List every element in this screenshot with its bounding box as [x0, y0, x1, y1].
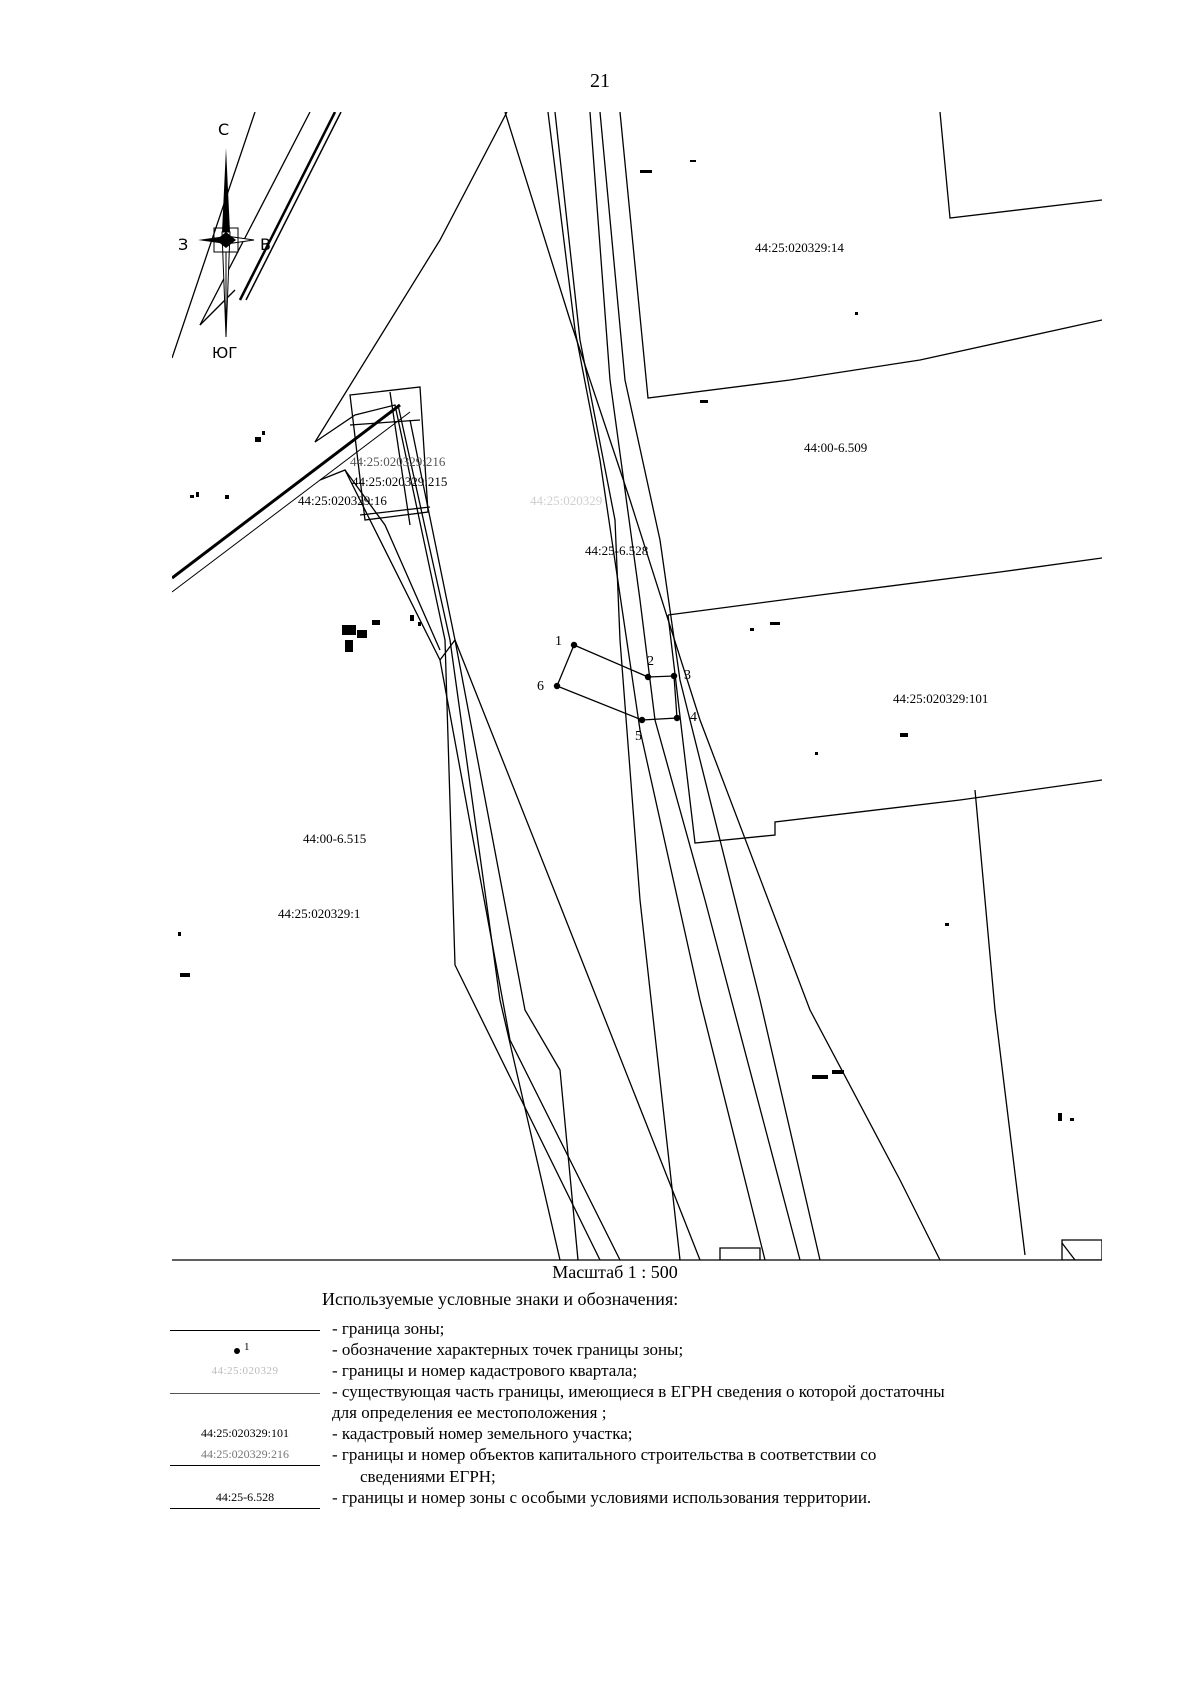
zone-boundary-528: [554, 112, 681, 1260]
label-parcel-16: 44:25:020329:16: [298, 493, 387, 508]
legend-symbol-solid-line: [170, 1318, 320, 1339]
point-label-5: 5: [635, 729, 642, 744]
legend-text: для определения ее местоположения ;: [332, 1403, 607, 1422]
legend-text: сведениями ЕГРН;: [360, 1467, 496, 1486]
label-parcel-101: 44:25:020329:101: [893, 691, 988, 706]
building-small: [719, 1247, 761, 1260]
parcel-boundary-101: [667, 614, 1102, 844]
boundary-line: [199, 289, 236, 326]
legend-row-existing-boundary: - существующая часть границы, имеющиеся …: [170, 1381, 1050, 1402]
zone-boundary-528: [504, 112, 941, 1260]
cadastral-map: 1 2 3 4 5 6 44:25:020329:14 44:00-6.509 …: [172, 112, 1102, 1261]
building-215-divider: [389, 391, 411, 526]
legend-row-building: 44:25:020329:216 - границы и номер объек…: [170, 1444, 1050, 1466]
legend-parcel-label: 44:25:020329:101: [200, 1426, 289, 1440]
legend-text: - границы и номер зоны с особыми условия…: [332, 1488, 872, 1507]
scan-noise: [178, 160, 1074, 1121]
point-label-4: 4: [690, 710, 697, 725]
compass-east-label: В: [260, 235, 271, 254]
point-dot-icon: [234, 1348, 240, 1354]
label-zone-509: 44:00-6.509: [804, 440, 867, 455]
zone-diagonal: [172, 411, 411, 593]
building-215-divider: [359, 506, 431, 516]
legend-symbol-quarter: 44:25:020329: [170, 1360, 320, 1381]
legend-text: - граница зоны;: [332, 1319, 445, 1338]
road-double-line: [238, 112, 337, 301]
legend-text: - существующая часть границы, имеющиеся …: [332, 1382, 945, 1401]
point-label-2: 2: [647, 654, 654, 669]
compass-north-label: С: [218, 120, 229, 139]
point-label-6: 6: [537, 679, 544, 694]
point-4: [673, 714, 681, 722]
point-6: [553, 682, 561, 690]
zone-boundary: [344, 469, 441, 651]
parcel-boundary: [974, 789, 1026, 1256]
compass-west-label: З: [178, 235, 188, 254]
legend-zone-label: 44:25-6.528: [215, 1490, 275, 1504]
zone-boundary-528: [547, 112, 766, 1260]
zone-boundary-515: [439, 638, 701, 1260]
building-216: [349, 386, 429, 521]
point-2: [644, 673, 652, 681]
zone-polygon: [556, 644, 678, 721]
legend-symbol-thin-line: [170, 1381, 320, 1402]
legend-symbol-zone: 44:25-6.528: [170, 1487, 320, 1509]
legend-text: - границы и номер кадастрового квартала;: [332, 1361, 638, 1380]
legend-quarter-label: 44:25:020329: [211, 1365, 279, 1377]
zone-boundary-515: [314, 112, 508, 443]
label-parcel-14: 44:25:020329:14: [755, 240, 844, 255]
legend-row-existing-boundary-cont: для определения ее местоположения ;: [170, 1402, 1050, 1423]
point-1: [570, 641, 578, 649]
legend-row-zone-boundary: - граница зоны;: [170, 1318, 1050, 1339]
legend-row-quarter: 44:25:020329 - границы и номер кадастров…: [170, 1360, 1050, 1381]
road-double-line: [245, 112, 342, 301]
zone-boundary: [397, 404, 561, 1260]
legend-point-label: 1: [244, 1341, 250, 1353]
compass-south-label: ЮГ: [212, 344, 237, 362]
page-number: 21: [590, 70, 610, 92]
legend-row-parcel: 44:25:020329:101 - кадастровый номер зем…: [170, 1423, 1050, 1444]
label-zone-528: 44:25-6.528: [585, 543, 648, 558]
label-parcel-1: 44:25:020329:1: [278, 906, 360, 921]
compass-rose: С ЮГ З В: [178, 120, 271, 362]
zone-boundary-528: [599, 112, 821, 1260]
point-label-3: 3: [684, 668, 691, 683]
legend-text: - границы и номер объектов капитального …: [332, 1445, 877, 1464]
legend-text: - кадастровый номер земельного участка;: [332, 1424, 633, 1443]
legend-symbol-point: 1: [170, 1339, 320, 1360]
legend-row-building-cont: сведениями ЕГРН;: [170, 1466, 1050, 1487]
boundary-line: [199, 112, 311, 326]
building-215-divider: [349, 419, 421, 426]
zone-diagonal: [172, 403, 401, 580]
point-label-1: 1: [555, 634, 562, 649]
label-zone-515: 44:00-6.515: [303, 831, 366, 846]
label-building-216: 44:25:020329:216: [350, 454, 446, 469]
legend: - граница зоны; 1 - обозначение характер…: [170, 1318, 1050, 1509]
zone-boundary-515: [319, 469, 621, 1260]
building-small: [1061, 1239, 1102, 1260]
legend-row-special-zone: 44:25-6.528 - границы и номер зоны с осо…: [170, 1487, 1050, 1509]
point-5: [638, 716, 646, 724]
label-ghost-quarter: 44:25:020329: [530, 493, 602, 508]
legend-title: Используемые условные знаки и обозначени…: [322, 1289, 679, 1309]
zone-boundary: [409, 419, 579, 1260]
zone-boundary-528: [589, 112, 801, 1260]
label-building-215: 44:25:020329:215: [352, 474, 447, 489]
parcel-boundary: [1061, 1242, 1076, 1260]
zone-boundary-515: [314, 404, 601, 1260]
parcel-boundary-101: [667, 557, 1102, 616]
legend-symbol-parcel: 44:25:020329:101: [170, 1423, 320, 1444]
map-scale: Масштаб 1 : 500: [552, 1262, 678, 1282]
legend-building-label: 44:25:020329:216: [200, 1447, 289, 1461]
legend-text: - обозначение характерных точек границы …: [332, 1340, 684, 1359]
point-3: [670, 672, 678, 680]
legend-row-points: 1 - обозначение характерных точек границ…: [170, 1339, 1050, 1360]
parcel-boundary-14: [619, 112, 1102, 399]
compass-north-arrow-icon: [222, 148, 230, 232]
parcel-boundary-14: [939, 112, 1102, 219]
legend-symbol-building: 44:25:020329:216: [170, 1444, 320, 1466]
